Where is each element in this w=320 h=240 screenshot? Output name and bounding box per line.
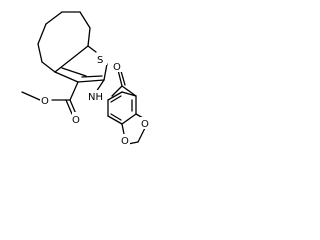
amide-oxygen-label: O <box>113 62 121 73</box>
amide-nh-label: NH <box>88 92 103 103</box>
dioxole-oxygen-bottom-label: O <box>121 136 129 147</box>
ester-carbonyl-oxygen-label: O <box>72 115 80 126</box>
chemical-structure-diagram: S O O NH O O O <box>21 11 150 147</box>
dioxole-oxygen-top-label: O <box>141 119 149 130</box>
ester-ether-oxygen-label: O <box>41 96 49 107</box>
methyl-ester-group <box>21 81 79 115</box>
benzene-ring <box>107 91 137 125</box>
atom-labels: S O O NH O O O <box>40 53 150 147</box>
thiophene-ring <box>54 45 108 83</box>
cycloheptane-ring <box>37 11 91 73</box>
sulfur-atom-label: S <box>97 55 103 66</box>
